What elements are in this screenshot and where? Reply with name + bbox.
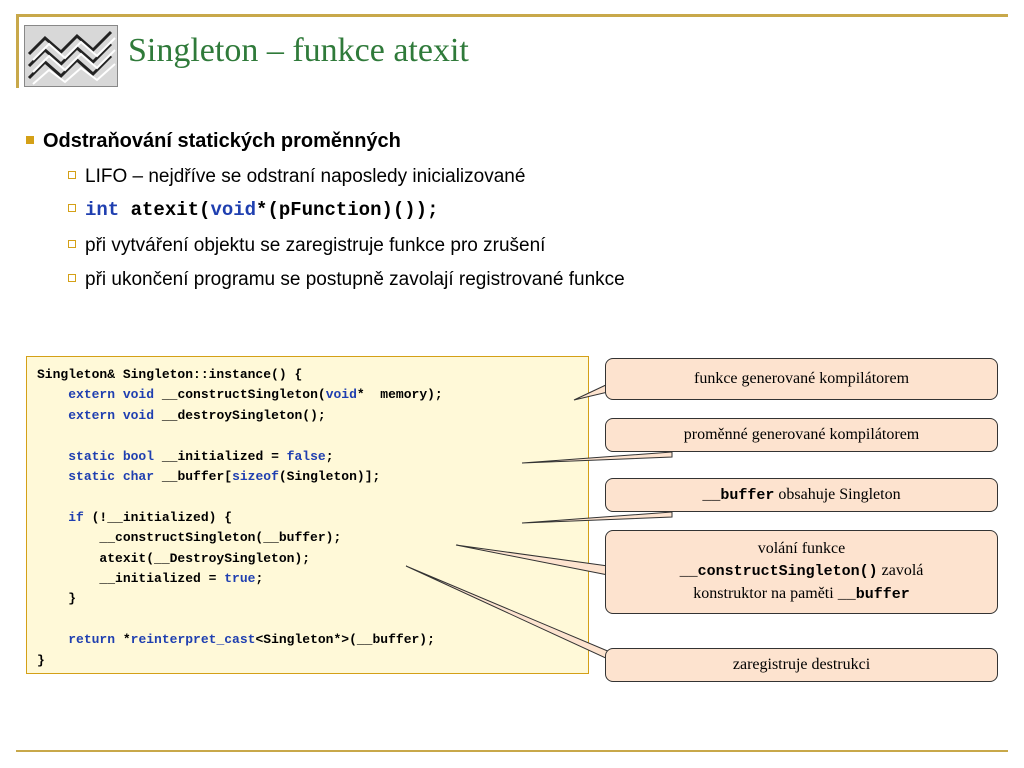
callout-text: zaregistruje destrukci [732,656,871,673]
atexit-signature: int atexit(void*(pFunction)()); [85,199,438,221]
callout-text: zavolá [877,562,924,579]
callout-code: __buffer [837,586,910,603]
footer-rule [16,750,1008,752]
callout-buffer: __buffer obsahuje Singleton [605,478,998,512]
code-token: __destroySingleton(); [154,407,326,423]
code-keyword: void [325,387,357,403]
code-keyword: static bool [68,448,155,464]
callout-text: funkce generované kompilátorem [693,370,910,387]
code-line: atexit(__DestroySingleton); [37,551,310,566]
callout-line: __constructSingleton() zavolá [680,560,924,583]
code-line: extern void __destroySingleton(); [37,407,326,423]
hollow-square-icon [68,239,76,248]
code-token: __constructSingleton(__buffer); [37,530,342,546]
code-line: __constructSingleton(__buffer); [37,530,341,545]
code-listing: Singleton& Singleton::instance() { exter… [26,356,589,674]
signature-part: *(pFunction)()); [256,199,439,221]
callout-text: obsahuje Singleton [774,485,901,503]
code-line: } [37,653,45,668]
callout-compiler-variables: proměnné generované kompilátorem [605,418,998,452]
keyword-int: int [85,199,120,221]
hollow-square-icon [68,273,76,282]
bullet-square-icon [26,135,34,144]
sub-bullet-code: int atexit(void*(pFunction)()); [68,199,438,221]
signature-part: atexit( [119,199,211,221]
code-token: } [37,591,77,607]
logo-image [24,25,118,87]
callout-register: zaregistruje destrukci [605,648,998,682]
sub-bullet-1: LIFO – nejdříve se odstraní naposledy in… [68,166,525,188]
code-line: static bool __initialized = false; [37,448,334,464]
sub-bullet-text: při ukončení programu se postupně zavola… [85,269,625,290]
code-line: } [37,591,76,606]
hollow-square-icon [68,203,76,212]
code-keyword: reinterpret_cast [130,632,256,648]
header-rule [16,14,1008,17]
code-text: Singleton& Singleton::instance() { exter… [27,357,588,671]
code-token: <Singleton*>(__buffer); [255,632,435,648]
code-token: * memory); [356,387,443,403]
sub-bullet-3: při vytváření objektu se zaregistruje fu… [68,235,545,257]
code-keyword: extern void [68,407,155,423]
code-line: static char __buffer[sizeof(Singleton)]; [37,469,380,484]
callout-construct: volání funkce __constructSingleton() zav… [605,530,998,614]
code-token: * [115,632,131,648]
callout-code: __buffer [702,486,775,504]
code-keyword: return [68,632,116,648]
bullet-main: Odstraňování statických proměnných [26,130,401,153]
code-line: Singleton& Singleton::instance() { [37,367,302,382]
keyword-void: void [210,199,257,221]
hollow-square-icon [68,170,76,179]
code-keyword: true [224,571,256,587]
code-keyword: extern void [68,387,155,403]
code-line: if (!__initialized) { [37,510,232,525]
slide-title: Singleton – funkce atexit [128,32,469,69]
code-keyword: sizeof [232,469,279,485]
code-keyword: if [68,509,84,525]
code-token: atexit(__DestroySingleton); [37,550,311,566]
sub-bullet-4: při ukončení programu se postupně zavola… [68,269,625,291]
code-line: __initialized = true; [37,571,263,586]
code-line: extern void __constructSingleton(void* m… [37,387,443,402]
code-token: ; [325,448,334,464]
code-token: ; [255,571,264,587]
code-token: } [37,652,45,668]
bullet-main-text: Odstraňování statických proměnných [43,130,401,152]
code-line: return *reinterpret_cast<Singleton*>(__b… [37,632,435,647]
callout-line: konstruktor na paměti __buffer [693,583,909,606]
code-token: __buffer[ [154,469,233,485]
code-token: __initialized = [154,448,287,464]
code-token: __initialized = [37,571,225,587]
callout-compiler-functions: funkce generované kompilátorem [605,358,998,400]
code-keyword: false [286,448,326,464]
code-token: Singleton& Singleton::instance() { [37,367,303,382]
sub-bullet-text: LIFO – nejdříve se odstraní naposledy in… [85,166,526,187]
code-token: (!__initialized) { [83,509,233,525]
code-token: __constructSingleton( [154,387,326,403]
sub-bullet-text: při vytváření objektu se zaregistruje fu… [85,235,546,256]
code-token: (Singleton)]; [278,469,381,485]
callout-line: volání funkce [757,540,846,557]
callout-code: __constructSingleton() [679,563,878,580]
code-keyword: static char [68,469,155,485]
callout-text: konstruktor na paměti [693,585,838,602]
header-left-rule [16,14,19,88]
callout-text: proměnné generované kompilátorem [683,426,920,443]
callout-line: __buffer obsahuje Singleton [702,484,900,507]
